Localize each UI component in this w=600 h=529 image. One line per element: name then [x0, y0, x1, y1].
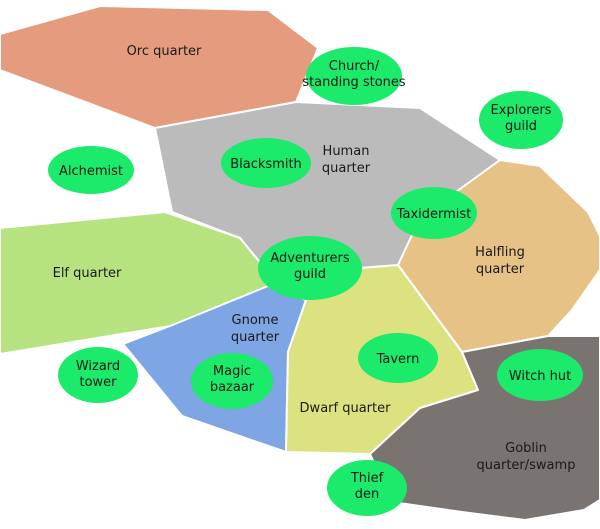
place-oval [58, 347, 138, 403]
place-label: Alchemist [59, 164, 123, 179]
place-tavern: Tavern [358, 333, 438, 383]
place-label: Tavern [376, 352, 420, 367]
place-taxidermist: Taxidermist [391, 187, 477, 239]
place-oval [327, 460, 407, 516]
region-label-orc: Orc quarter [127, 44, 202, 59]
place-church: Church/standing stones [302, 47, 406, 105]
place-label: Church/standing stones [302, 59, 406, 90]
place-oval [258, 236, 362, 300]
place-label: Witch hut [509, 369, 571, 384]
place-alchemist: Alchemist [48, 146, 134, 194]
region-label-dwarf: Dwarf quarter [300, 401, 392, 416]
region-label-elf: Elf quarter [53, 266, 122, 281]
place-oval [358, 333, 438, 383]
place-oval [497, 349, 583, 401]
place-oval [48, 146, 134, 194]
place-label: Blacksmith [230, 157, 302, 172]
place-oval [306, 47, 402, 105]
place-oval [391, 187, 477, 239]
place-blacksmith: Blacksmith [221, 138, 311, 188]
place-witch-hut: Witch hut [497, 349, 583, 401]
place-oval [221, 138, 311, 188]
place-oval [479, 91, 563, 149]
place-oval [191, 353, 273, 409]
place-label: Taxidermist [396, 207, 472, 222]
